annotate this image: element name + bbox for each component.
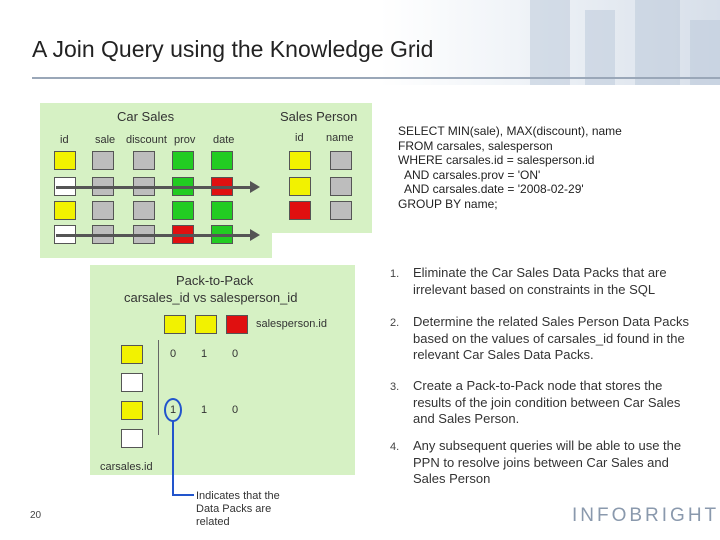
col-header-sale: sale — [95, 134, 116, 146]
ppn-row-label: carsales.id — [100, 461, 153, 473]
data-pack — [330, 177, 352, 196]
ppn-value: 1 — [201, 404, 208, 416]
ppn-value: 1 — [201, 348, 208, 360]
data-pack — [211, 151, 233, 170]
sales-person-panel — [272, 103, 372, 233]
col-header-discount: discount — [126, 134, 167, 146]
header-background-image — [380, 0, 720, 85]
ppn-column-pack — [164, 315, 186, 334]
page-number: 20 — [30, 510, 42, 521]
data-pack — [289, 177, 311, 196]
ppn-value: 0 — [170, 348, 177, 360]
data-pack — [330, 201, 352, 220]
ppn-title-line2: carsales_id vs salesperson_id — [124, 290, 298, 305]
ppn-value: 0 — [232, 404, 239, 416]
company-logo: INFOBRIGHT — [572, 505, 720, 526]
ppn-col-label: salesperson.id — [256, 318, 327, 330]
data-pack — [92, 201, 114, 220]
data-pack — [172, 151, 194, 170]
col-header-sp-id: id — [295, 132, 304, 144]
col-header-prov: prov — [174, 134, 196, 146]
ppn-column-pack — [226, 315, 248, 334]
data-pack — [289, 151, 311, 170]
data-pack — [211, 201, 233, 220]
data-pack — [54, 151, 76, 170]
data-pack — [92, 151, 114, 170]
ppn-column-pack — [195, 315, 217, 334]
step-number: 1. — [390, 268, 400, 280]
title-divider — [32, 77, 720, 79]
callout-line-horizontal — [172, 494, 194, 496]
data-pack — [330, 151, 352, 170]
data-pack — [133, 201, 155, 220]
step-text: Create a Pack-to-Pack node that stores t… — [413, 378, 681, 426]
car-sales-panel — [40, 103, 272, 258]
step-text: Eliminate the Car Sales Data Packs that … — [413, 265, 667, 297]
data-pack — [289, 201, 311, 220]
step-number: 4. — [390, 441, 400, 453]
ppn-row-pack — [121, 429, 143, 448]
row-arrow — [56, 181, 260, 193]
sales-person-title: Sales Person — [280, 109, 358, 124]
col-header-date: date — [213, 134, 235, 146]
ppn-vertical-line — [158, 340, 159, 435]
callout-text: Indicates that the Data Packs are relate… — [196, 490, 280, 528]
ppn-row-pack — [121, 401, 143, 420]
step-text: Any subsequent queries will be able to u… — [413, 438, 682, 486]
slide-title: A Join Query using the Knowledge Grid — [32, 36, 434, 62]
data-pack — [172, 201, 194, 220]
col-header-name: name — [326, 132, 354, 144]
ppn-value: 0 — [232, 348, 239, 360]
callout-line-vertical — [172, 421, 174, 495]
row-arrow — [56, 229, 260, 241]
step-number: 3. — [390, 381, 400, 393]
ppn-value: 1 — [170, 404, 177, 416]
data-pack — [54, 201, 76, 220]
ppn-title-line1: Pack-to-Pack — [176, 273, 254, 288]
car-sales-title: Car Sales — [117, 109, 175, 124]
col-header-id: id — [60, 134, 69, 146]
data-pack — [133, 151, 155, 170]
ppn-row-pack — [121, 345, 143, 364]
step-text: Determine the related Sales Person Data … — [413, 314, 690, 362]
sql-query: SELECT MIN(sale), MAX(discount), name FR… — [398, 124, 622, 211]
step-number: 2. — [390, 317, 400, 329]
ppn-row-pack — [121, 373, 143, 392]
